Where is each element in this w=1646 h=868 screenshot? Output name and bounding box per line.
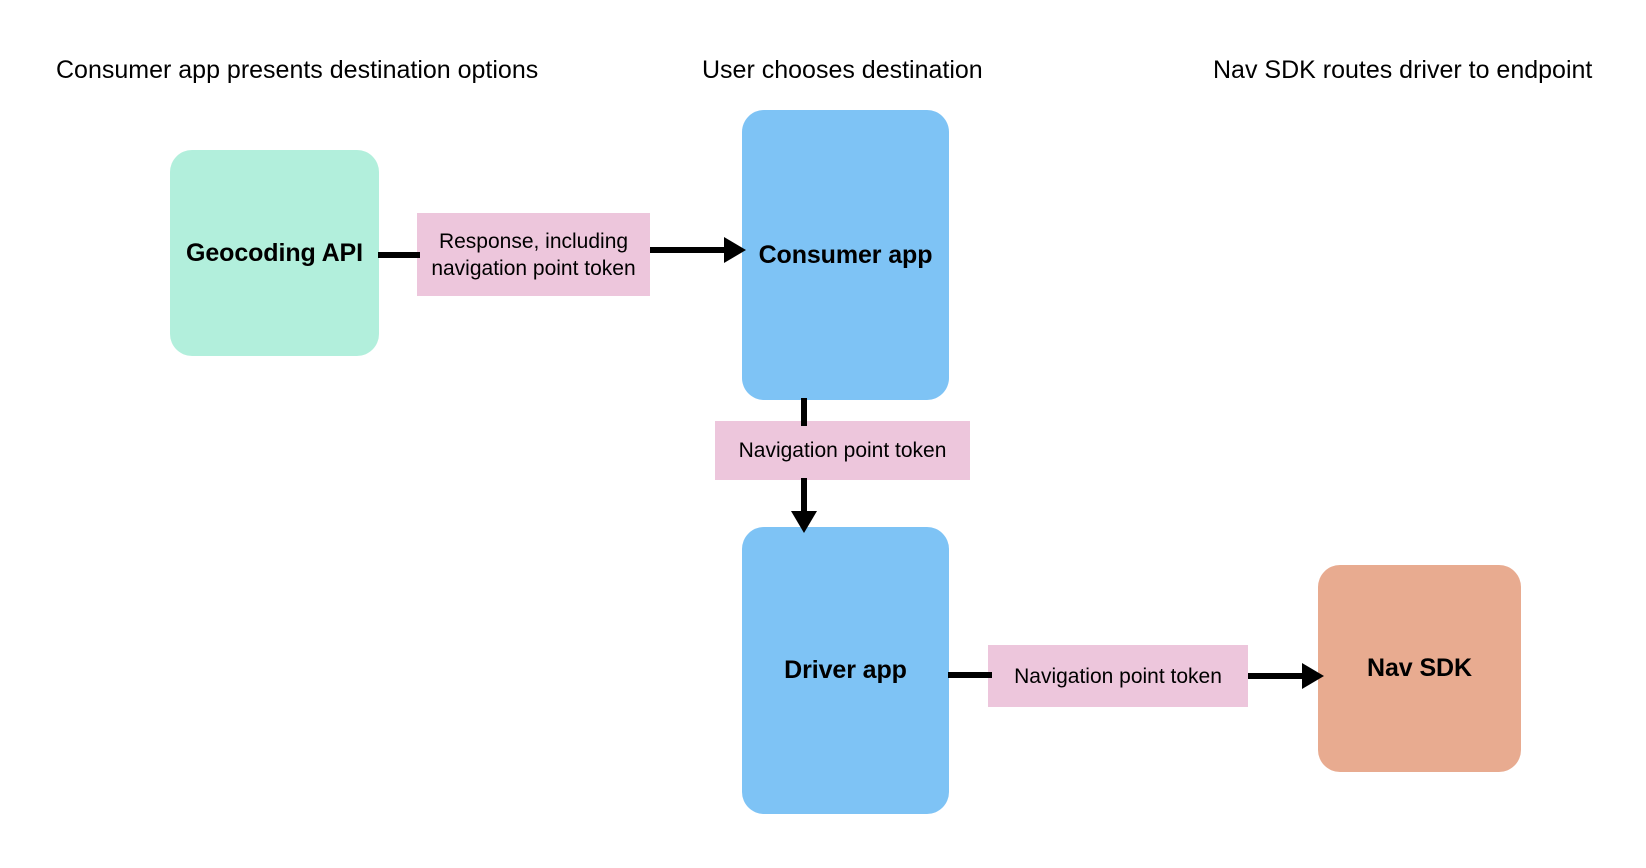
connector-geocoding-api-to-response-label	[378, 252, 420, 258]
edge-label-navigation-point-token-vertical-text: Navigation point token	[738, 439, 947, 462]
edge-label-navigation-point-token-horizontal: Navigation point token	[988, 645, 1248, 707]
connector-driver-app-to-navigation-token-label	[948, 672, 992, 678]
node-nav-sdk[interactable]: Nav SDK	[1318, 565, 1521, 772]
connector-navigation-token-label-to-driver-app	[791, 478, 817, 533]
connector-navigation-token-label-to-nav-sdk	[1248, 663, 1324, 689]
edge-label-navigation-point-token-horizontal-text: Navigation point token	[1014, 664, 1222, 688]
node-driver-app[interactable]: Driver app	[742, 527, 949, 814]
node-nav-sdk-label: Nav SDK	[1367, 654, 1472, 682]
edge-label-navigation-point-token-vertical: Navigation point token	[715, 421, 970, 480]
node-driver-app-label: Driver app	[784, 656, 907, 684]
node-geocoding-api-label: Geocoding API	[186, 238, 363, 267]
edge-label-response-token: Response, including navigation point tok…	[417, 213, 650, 296]
node-consumer-app-label: Consumer app	[758, 240, 933, 269]
node-geocoding-api[interactable]: Geocoding API	[170, 150, 379, 356]
edge-label-response-token-text: Response, including navigation point tok…	[431, 229, 636, 280]
connector-response-label-to-consumer-app	[650, 237, 746, 263]
column-header-nav-sdk: Nav SDK routes driver to endpoint	[1213, 56, 1593, 84]
column-header-user: User chooses destination	[702, 56, 983, 84]
node-consumer-app[interactable]: Consumer app	[742, 110, 949, 400]
column-header-consumer: Consumer app presents destination option…	[56, 56, 539, 84]
